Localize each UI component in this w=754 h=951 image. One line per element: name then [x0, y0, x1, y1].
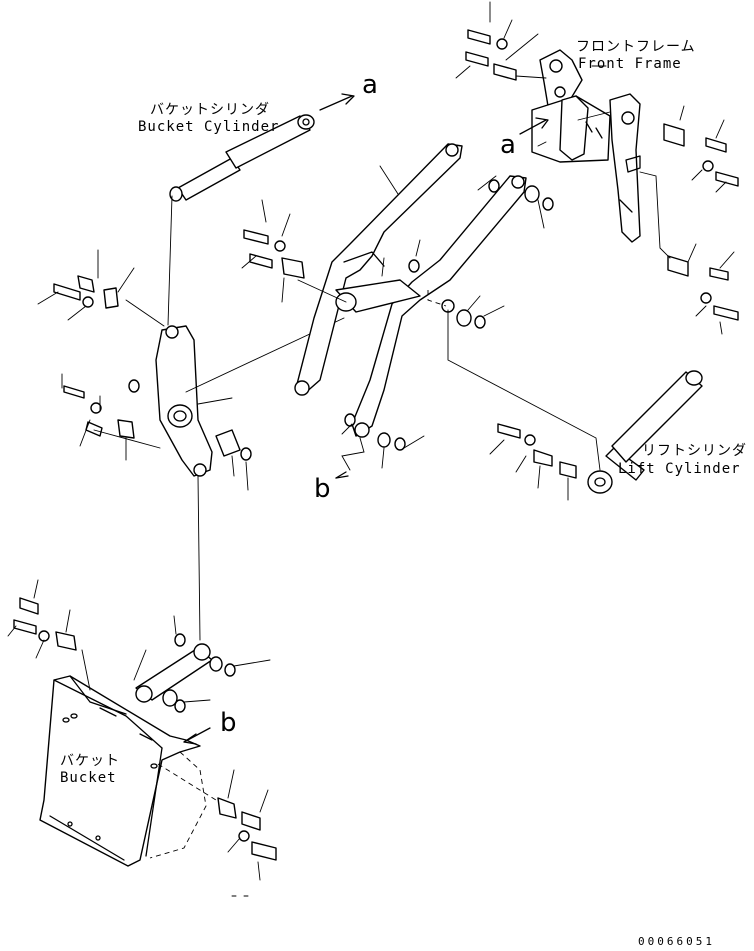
ref-b-arm: b [314, 474, 331, 504]
bucket-link [135, 633, 236, 713]
label-lift-cylinder-ja: リフトシリンダ [642, 443, 747, 459]
bucket-hardware [13, 597, 277, 861]
ref-a-top: a [362, 70, 378, 100]
lift-cylinder [587, 370, 703, 494]
label-bucket-en: Bucket [60, 770, 117, 786]
bell-crank-hardware [53, 275, 252, 461]
label-front-frame-ja: フロントフレーム [576, 39, 696, 55]
front-frame-hardware [465, 29, 739, 321]
label-front-frame-en: Front Frame [578, 56, 682, 72]
label-bucket-cylinder-en: Bucket Cylinder [138, 119, 280, 135]
lift-arm-hardware [243, 179, 554, 451]
label-bucket-ja: バケット [60, 753, 120, 769]
front-frame [531, 49, 641, 243]
label-lift-cylinder-en: Lift Cylinder [618, 461, 741, 477]
ref-a-frame: a [500, 130, 516, 160]
label-bucket-cylinder-ja: バケットシリンダ [150, 102, 270, 118]
lift-cylinder-hardware [497, 423, 577, 479]
drawing-code: 00066051 [638, 935, 715, 948]
bucket-cylinder [169, 114, 315, 202]
bell-crank-lever [155, 325, 213, 477]
ref-b-bucket: b [220, 708, 237, 738]
bucket [39, 675, 217, 867]
